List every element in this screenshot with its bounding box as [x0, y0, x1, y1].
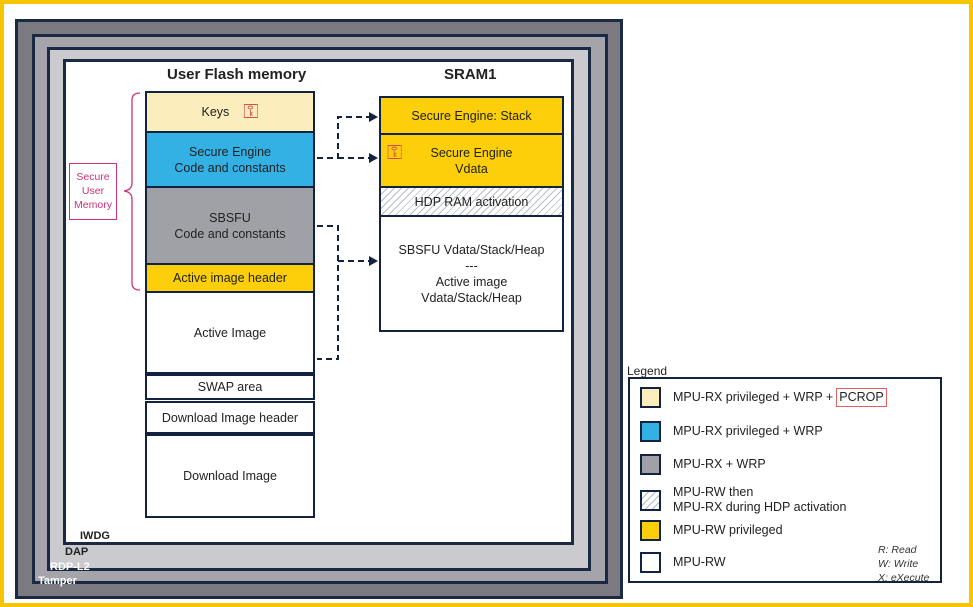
legend-title: Legend — [627, 364, 668, 378]
note-write: W: Write — [878, 558, 919, 570]
legend-item-rw-priv: MPU-RW privileged — [640, 520, 783, 541]
se-stack-block: Secure Engine: Stack — [379, 96, 564, 135]
note-read: R: Read — [878, 544, 917, 556]
swatch — [640, 387, 661, 408]
legend-item-rx-wrp-priv: MPU-RX privileged + WRP — [640, 421, 823, 442]
key-icon: ⚿ — [243, 101, 259, 123]
se-vdata-block: ⚿ Secure Engine Vdata — [379, 133, 564, 188]
legend-text: MPU-RW privileged — [673, 523, 783, 537]
legend-item-hdp: MPU-RW then MPU-RX during HDP activation — [640, 485, 846, 515]
sram-title: SRAM1 — [444, 66, 497, 83]
sbsfu-code-block: SBSFU Code and constants — [145, 186, 315, 265]
swatch — [640, 489, 661, 511]
legend-text: MPU-RX + WRP — [673, 457, 766, 471]
download-image-header-block: Download Image header — [145, 401, 315, 434]
legend-item-rx-wrp: MPU-RX + WRP — [640, 454, 766, 475]
arrow-sbsfu — [317, 225, 339, 360]
secure-engine-code-block: Secure Engine Code and constants — [145, 131, 315, 188]
active-image-block: Active Image — [145, 291, 315, 374]
pcrop-highlight: PCROP — [836, 388, 887, 407]
secure-memory-brace — [123, 92, 141, 291]
legend-item-pcrop: MPU-RX privileged + WRP + PCROP — [640, 387, 887, 408]
legend-item-rw: MPU-RW — [640, 552, 726, 573]
legend-text: MPU-RW then MPU-RX during HDP activation — [673, 485, 847, 514]
legend-text: MPU-RX privileged + WRP + — [673, 390, 834, 404]
block-label: Keys — [201, 105, 230, 119]
arrowhead — [369, 112, 378, 122]
block-label: Secure Engine Vdata — [430, 145, 513, 176]
swatch — [640, 520, 661, 541]
swap-area-block: SWAP area — [145, 374, 315, 400]
flash-title: User Flash memory — [167, 66, 307, 83]
key-icon: ⚿ — [387, 142, 403, 164]
legend-text: MPU-RW — [673, 555, 726, 569]
arrowhead — [369, 153, 378, 163]
note-execute: X: eXecute — [878, 572, 930, 584]
swatch — [640, 552, 661, 573]
iwdg-label: IWDG — [80, 530, 110, 542]
dap-label: DAP — [65, 546, 89, 558]
rwx-notes: R: Read W: Write X: eXecute — [878, 543, 929, 585]
legend-text: MPU-RX privileged + WRP — [673, 424, 823, 438]
swatch — [640, 421, 661, 442]
secure-user-memory-label: Secure User Memory — [69, 163, 117, 220]
arrowhead — [369, 256, 378, 266]
sbsfu-vdata-block: SBSFU Vdata/Stack/Heap --- Active image … — [379, 215, 564, 332]
legend-box: MPU-RX privileged + WRP + PCROP MPU-RX p… — [628, 377, 942, 585]
arrow-se-stack — [317, 116, 372, 159]
rdp-label: RDP-L2 — [50, 561, 90, 573]
download-image-block: Download Image — [145, 434, 315, 518]
swatch — [640, 454, 661, 475]
tamper-label: Tamper — [38, 575, 77, 587]
